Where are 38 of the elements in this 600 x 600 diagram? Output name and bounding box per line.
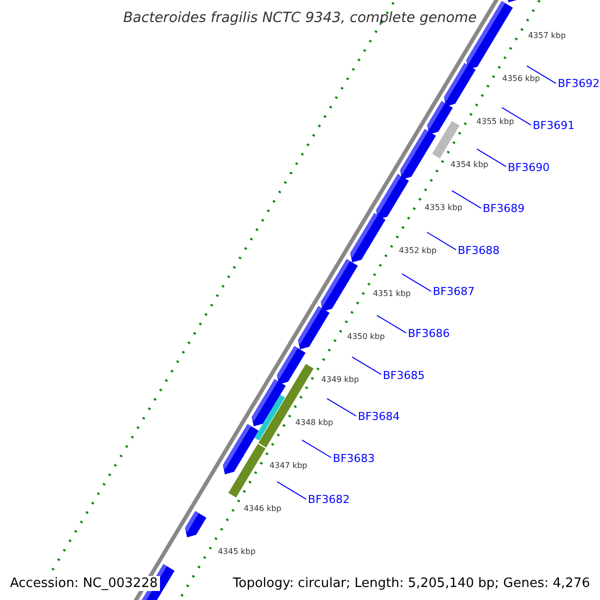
gene-label: BF3682 bbox=[308, 494, 350, 506]
scale-label: 4351 kbp bbox=[372, 290, 411, 298]
gene-label: BF3683 bbox=[332, 452, 375, 464]
scale-label: 4350 kbp bbox=[347, 333, 385, 342]
scale-label: 4357 kbp bbox=[528, 32, 566, 40]
title: Bacteroides fragilis NCTC 9343, complete genome bbox=[122, 11, 478, 25]
accession-label: Accession: NC_003228 bbox=[8, 576, 160, 591]
scale-label: 4352 kbp bbox=[398, 247, 437, 256]
leader-line bbox=[426, 232, 457, 250]
genome-stats-label: Topology: circular; Length: 5,205,140 bp; Genes: 4,276 bbox=[230, 576, 592, 591]
leader-line bbox=[501, 107, 532, 126]
leader-line bbox=[302, 440, 332, 458]
scale-label: 4347 kbp bbox=[270, 462, 308, 470]
scale-label: 4356 kbp bbox=[502, 74, 540, 83]
leader-line bbox=[276, 481, 307, 500]
scale-label: 4345 kbp bbox=[218, 548, 256, 556]
leader-line bbox=[526, 65, 556, 84]
scale-label: 4353 kbp bbox=[424, 204, 462, 212]
leader-line bbox=[451, 190, 482, 209]
gene-label: BF3686 bbox=[408, 328, 450, 339]
scale-label: 4355 kbp bbox=[476, 118, 514, 126]
gene-label: BF3684 bbox=[358, 411, 400, 422]
scale-label: 4348 kbp bbox=[295, 419, 334, 428]
gene-label: BF3685 bbox=[382, 370, 425, 380]
leader-line bbox=[401, 273, 432, 292]
scale-label: 4354 kbp bbox=[450, 160, 488, 169]
gene-label: BF3687 bbox=[432, 286, 475, 298]
leader-line bbox=[376, 314, 407, 334]
scale-label: 4346 kbp bbox=[244, 505, 282, 514]
gene-label: BF3692 bbox=[558, 78, 600, 90]
scale-label: 4349 kbp bbox=[321, 376, 359, 384]
gene-label: BF3691 bbox=[532, 120, 575, 132]
gene-label: BF3689 bbox=[482, 203, 525, 214]
leader-line bbox=[352, 356, 382, 375]
gene-label: BF3688 bbox=[458, 244, 500, 256]
gene-label: BF3690 bbox=[508, 162, 550, 173]
leader-line bbox=[476, 148, 507, 168]
leader-line bbox=[326, 398, 357, 417]
